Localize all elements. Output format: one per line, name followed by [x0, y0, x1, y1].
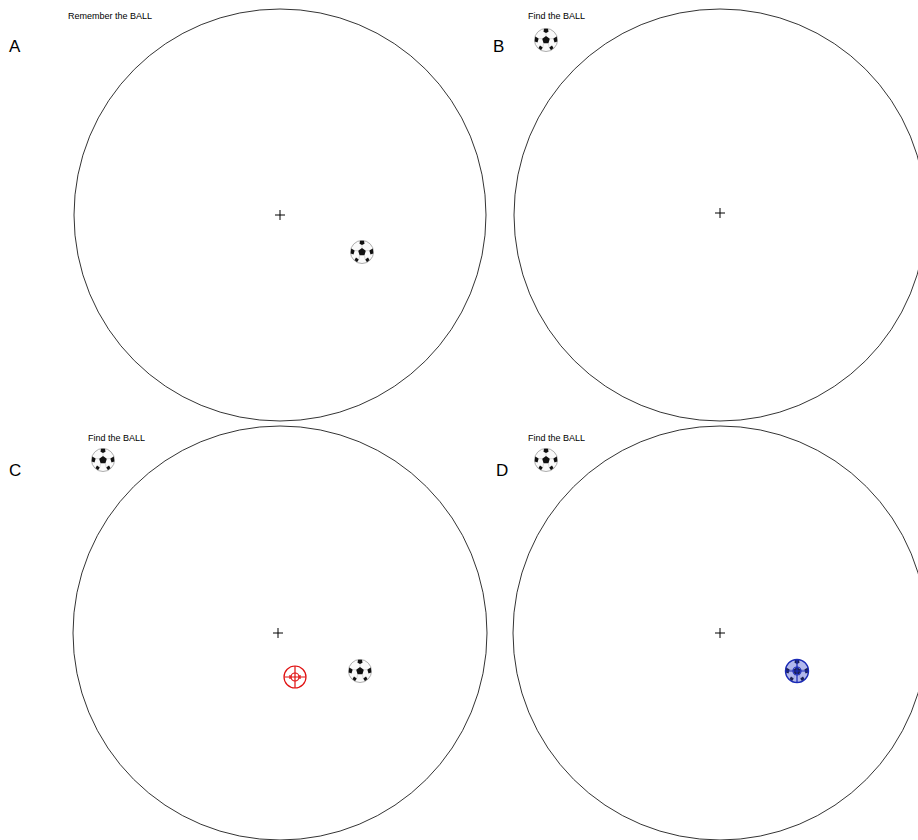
ball-target — [351, 241, 374, 264]
instruction-text: Find the BALL — [528, 434, 585, 443]
fixation-cross — [715, 208, 725, 218]
arena-circle — [74, 9, 486, 421]
ball-cue — [535, 29, 558, 52]
fixation-cross — [715, 628, 725, 638]
ball-cue — [535, 449, 558, 472]
fixation-cross — [273, 628, 283, 638]
panel-letter: C — [9, 462, 21, 479]
response-crosshair — [786, 660, 809, 683]
panel-letter: B — [493, 38, 504, 55]
arena-circle — [513, 426, 918, 840]
ball-target — [786, 660, 809, 683]
instruction-text: Find the BALL — [88, 434, 145, 443]
instruction-text: Remember the BALL — [68, 12, 152, 21]
fixation-cross — [275, 210, 285, 220]
arena-circle — [73, 426, 487, 840]
ball-target — [349, 660, 372, 683]
panel-letter: D — [496, 462, 508, 479]
panel-letter: A — [9, 38, 20, 55]
instruction-text: Find the BALL — [528, 12, 585, 21]
ball-cue — [92, 449, 115, 472]
arena-circle — [514, 9, 918, 421]
response-crosshair — [284, 666, 306, 688]
